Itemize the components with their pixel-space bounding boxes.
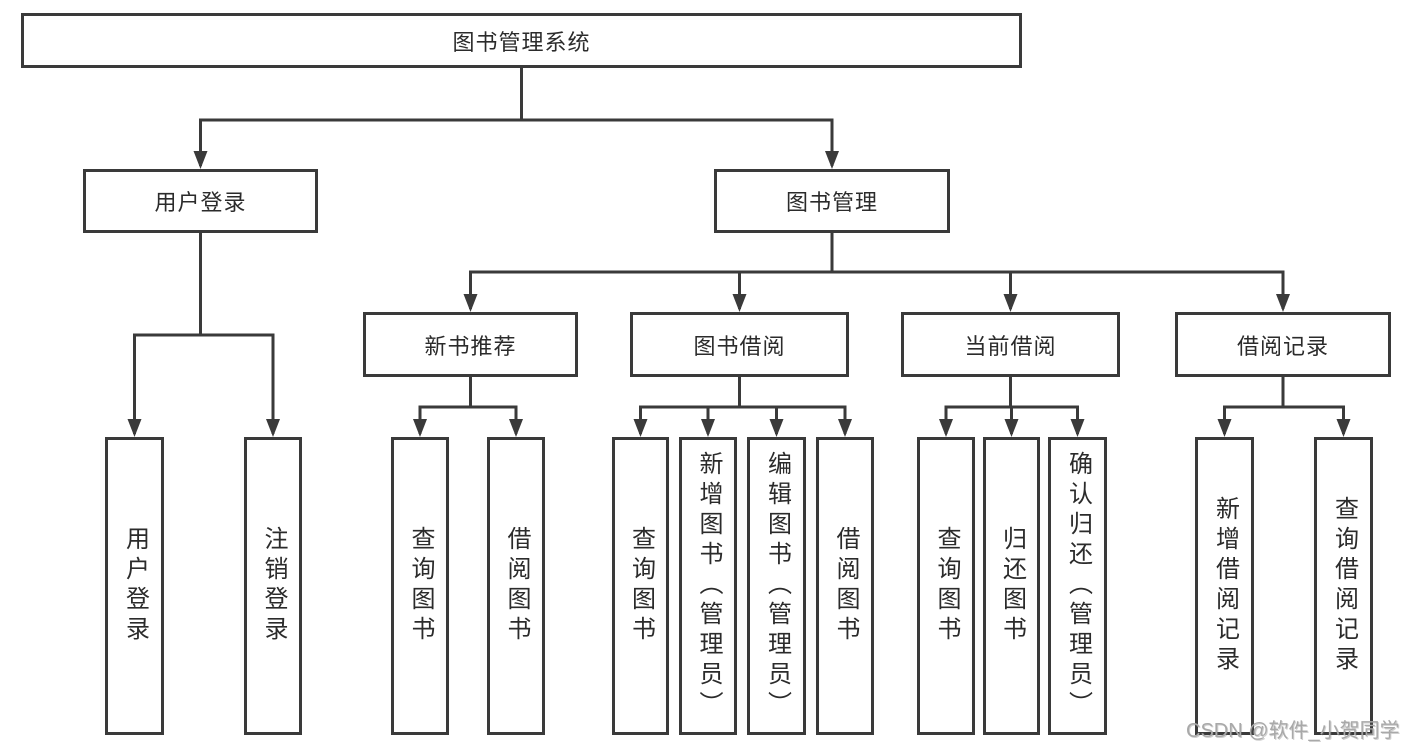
node-label: 借阅图书 — [503, 526, 530, 646]
node-label: 用户登录 — [121, 526, 149, 646]
leaf-add-borrow-record: 新增借阅记录 — [1195, 437, 1254, 735]
leaf-borrow-query-books: 查询图书 — [612, 437, 669, 735]
leaf-add-book-admin: 新增图书（管理员） — [679, 437, 737, 735]
leaf-user-login: 用户登录 — [105, 437, 164, 735]
connector-borrow-records-stem — [1223, 375, 1345, 409]
node-label: 借阅记录 — [1236, 333, 1329, 359]
csdn-watermark: CSDN @软件_小贺同学 — [1186, 720, 1400, 742]
connector-book-management-stem — [469, 231, 1285, 274]
node-label: 图书借阅 — [693, 333, 786, 359]
node-label: 图书管理系统 — [452, 29, 591, 55]
leaf-current-query-books: 查询图书 — [917, 437, 975, 735]
connector-user-login-stem — [133, 231, 275, 337]
leaf-return-book: 归还图书 — [983, 437, 1040, 735]
node-label: 借阅图书 — [832, 526, 859, 646]
node-label: 归还图书 — [998, 526, 1026, 646]
leaf-edit-book-admin: 编辑图书（管理员） — [747, 437, 806, 735]
node-label: 查询图书 — [627, 526, 655, 646]
node-label: 新书推荐 — [424, 333, 517, 359]
connector-book-borrow-stem — [639, 375, 847, 409]
node-label: 新增图书（管理员） — [695, 451, 722, 721]
node-current-borrow: 当前借阅 — [901, 312, 1120, 377]
node-label: 当前借阅 — [964, 333, 1057, 359]
node-label: 注销登录 — [260, 526, 287, 646]
node-label: 查询图书 — [407, 526, 434, 646]
leaf-recommend-borrow-books: 借阅图书 — [487, 437, 545, 735]
leaf-confirm-return-admin: 确认归还（管理员） — [1048, 437, 1107, 735]
connector-current-borrow-stem — [944, 375, 1079, 409]
node-new-book-recommend: 新书推荐 — [363, 312, 578, 377]
node-borrow-records: 借阅记录 — [1175, 312, 1391, 377]
node-label: 查询图书 — [933, 526, 960, 646]
node-book-management: 图书管理 — [714, 169, 950, 233]
leaf-borrow-borrow-books: 借阅图书 — [816, 437, 874, 735]
node-label: 新增借阅记录 — [1211, 496, 1239, 676]
node-label: 确认归还（管理员） — [1064, 451, 1092, 721]
leaf-recommend-query-books: 查询图书 — [391, 437, 449, 735]
node-label: 用户登录 — [154, 190, 247, 215]
node-label: 图书管理 — [785, 190, 878, 215]
connector-new-book-stem — [418, 375, 518, 409]
leaf-query-borrow-record: 查询借阅记录 — [1314, 437, 1373, 735]
node-library-system: 图书管理系统 — [21, 13, 1022, 68]
node-label: 编辑图书（管理员） — [763, 451, 791, 721]
node-book-borrow: 图书借阅 — [630, 312, 849, 377]
leaf-logout: 注销登录 — [244, 437, 302, 735]
node-label: 查询借阅记录 — [1330, 496, 1358, 676]
node-user-login: 用户登录 — [83, 169, 318, 233]
connector-root-stem — [199, 66, 834, 122]
